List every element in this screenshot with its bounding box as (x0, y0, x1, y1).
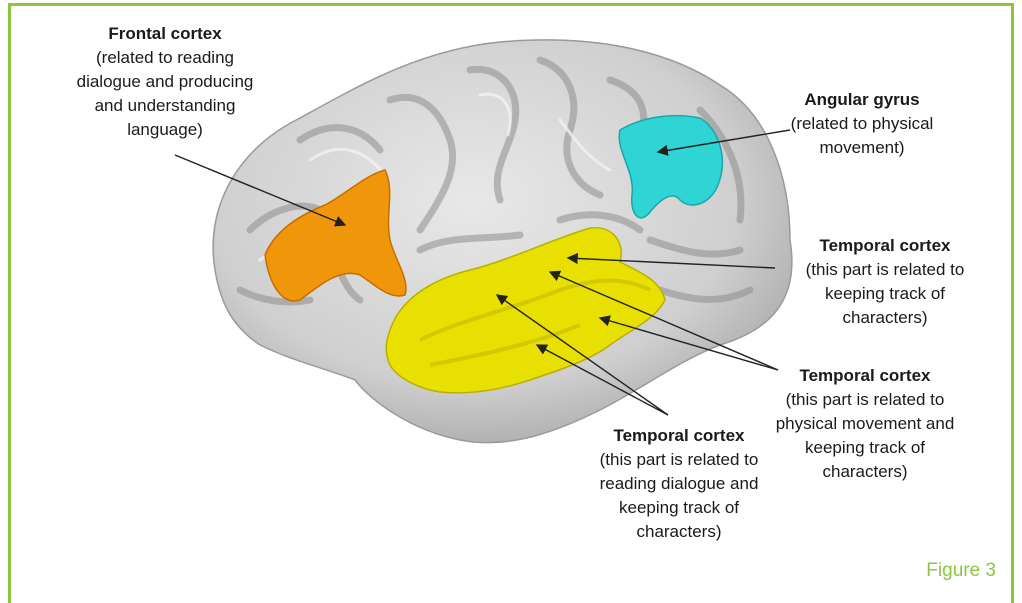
temporal-cortex-upper-title: Temporal cortex (780, 234, 990, 258)
temporal-cortex-middle-label: Temporal cortex (this part is related to… (760, 364, 970, 484)
figure-label: Figure 3 (926, 560, 996, 582)
temporal-cortex-middle-desc: (this part is related to physical moveme… (760, 388, 970, 484)
frontal-cortex-desc: (related to reading dialogue and produci… (60, 46, 270, 142)
angular-gyrus-title: Angular gyrus (762, 88, 962, 112)
temporal-cortex-upper-desc: (this part is related to keeping track o… (780, 258, 990, 330)
frontal-cortex-label: Frontal cortex (related to reading dialo… (60, 22, 270, 142)
angular-gyrus-desc: (related to physical movement) (762, 112, 962, 160)
temporal-cortex-lower-label: Temporal cortex (this part is related to… (574, 424, 784, 544)
angular-gyrus-label: Angular gyrus (related to physical movem… (762, 88, 962, 160)
frontal-cortex-title: Frontal cortex (60, 22, 270, 46)
temporal-cortex-lower-desc: (this part is related to reading dialogu… (574, 448, 784, 544)
temporal-cortex-lower-title: Temporal cortex (574, 424, 784, 448)
temporal-cortex-middle-title: Temporal cortex (760, 364, 970, 388)
temporal-cortex-upper-label: Temporal cortex (this part is related to… (780, 234, 990, 330)
